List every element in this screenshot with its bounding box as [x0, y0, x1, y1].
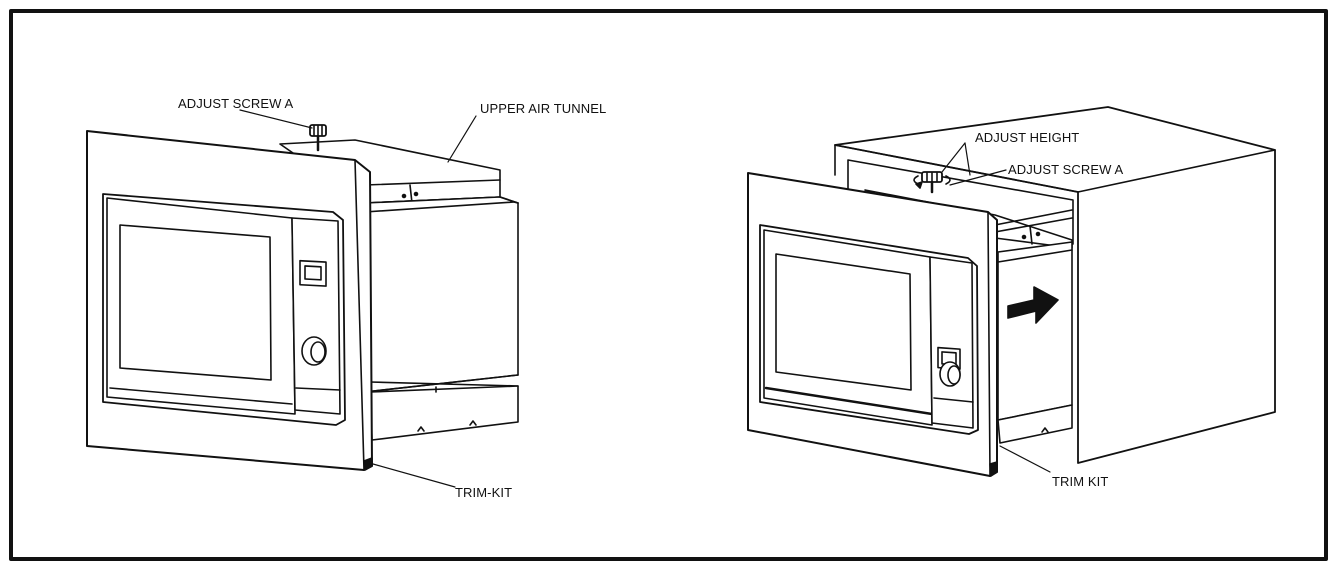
label-upper-air-tunnel: UPPER AIR TUNNEL	[480, 101, 606, 116]
leader-adjust-screw-left	[239, 109, 313, 129]
leader-upper-air-tunnel	[447, 115, 477, 163]
label-trim-kit-left: TRIM-KIT	[455, 485, 512, 500]
push-direction-arrow-icon	[1007, 286, 1059, 324]
microwave-door-right	[759, 224, 979, 435]
label-adjust-screw-a-right: ADJUST SCREW A	[1008, 162, 1124, 177]
label-adjust-height: ADJUST HEIGHT	[975, 130, 1079, 145]
leader-trim-kit-left	[372, 463, 456, 488]
microwave-door	[102, 193, 346, 426]
control-panel-right	[929, 256, 974, 429]
label-trim-kit-right: TRIM KIT	[1052, 474, 1108, 489]
left-figure	[86, 109, 519, 488]
leader-adjust-screw-right	[949, 169, 1007, 186]
right-figure	[747, 106, 1276, 477]
oven-housing	[364, 196, 519, 441]
adjust-screw-a-right	[913, 171, 951, 194]
leader-trim-kit-right	[999, 445, 1051, 473]
outer-frame	[9, 9, 1328, 561]
leader-adjust-height-1	[941, 142, 966, 173]
label-adjust-screw-a-left: ADJUST SCREW A	[178, 96, 294, 111]
control-panel	[291, 217, 341, 415]
adjust-screw-a-left	[309, 124, 327, 152]
leader-adjust-height-2	[964, 142, 971, 176]
